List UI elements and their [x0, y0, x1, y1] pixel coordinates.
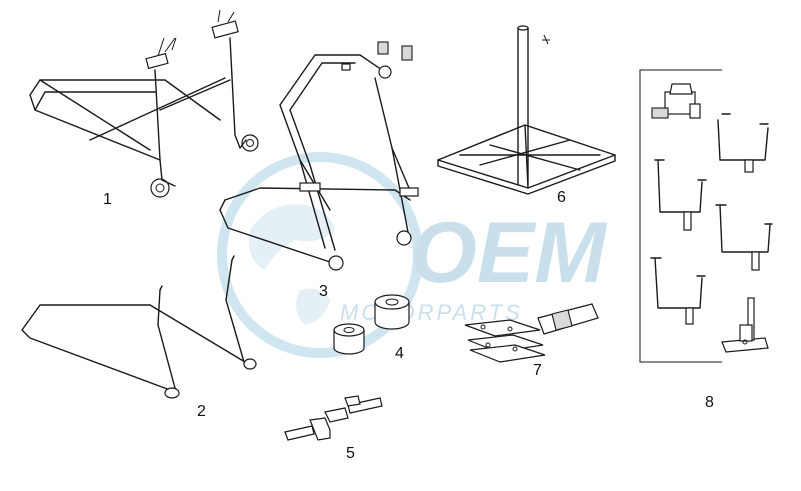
part-6-stand-base: [437, 25, 616, 195]
part-3-fork-stand: [219, 41, 419, 271]
callout-6: 6: [557, 189, 566, 206]
callout-1: 1: [103, 191, 112, 208]
callout-5: 5: [346, 445, 355, 462]
kit-adapter-d: [715, 204, 773, 271]
callout-7: 7: [533, 362, 542, 379]
watermark-globe: [217, 152, 423, 358]
part-4-spacers: [333, 294, 410, 355]
watermark-brand: OEM: [410, 205, 608, 301]
part-5-pins: [284, 395, 383, 441]
kit-bracket-line: [639, 69, 722, 363]
kit-adapter-e: [650, 257, 706, 325]
part-7-bracket: [464, 303, 599, 363]
part-8-adapter-kit: [639, 69, 773, 363]
callout-2: 2: [197, 403, 206, 420]
watermark-continents: [249, 204, 335, 325]
kit-adapter-f: [721, 297, 769, 353]
kit-adapter-a: [651, 83, 701, 119]
kit-adapter-b: [717, 113, 769, 173]
part-1-rear-stand: [29, 9, 259, 198]
callout-4: 4: [395, 345, 404, 362]
kit-adapter-c: [654, 159, 707, 231]
callout-3: 3: [319, 283, 328, 300]
callout-8: 8: [705, 394, 714, 411]
oem-motorparts-watermark: OEM MOTORPARTS: [217, 152, 608, 358]
watermark-tagline: MOTORPARTS: [340, 300, 523, 325]
part-2-front-stand: [21, 255, 257, 399]
